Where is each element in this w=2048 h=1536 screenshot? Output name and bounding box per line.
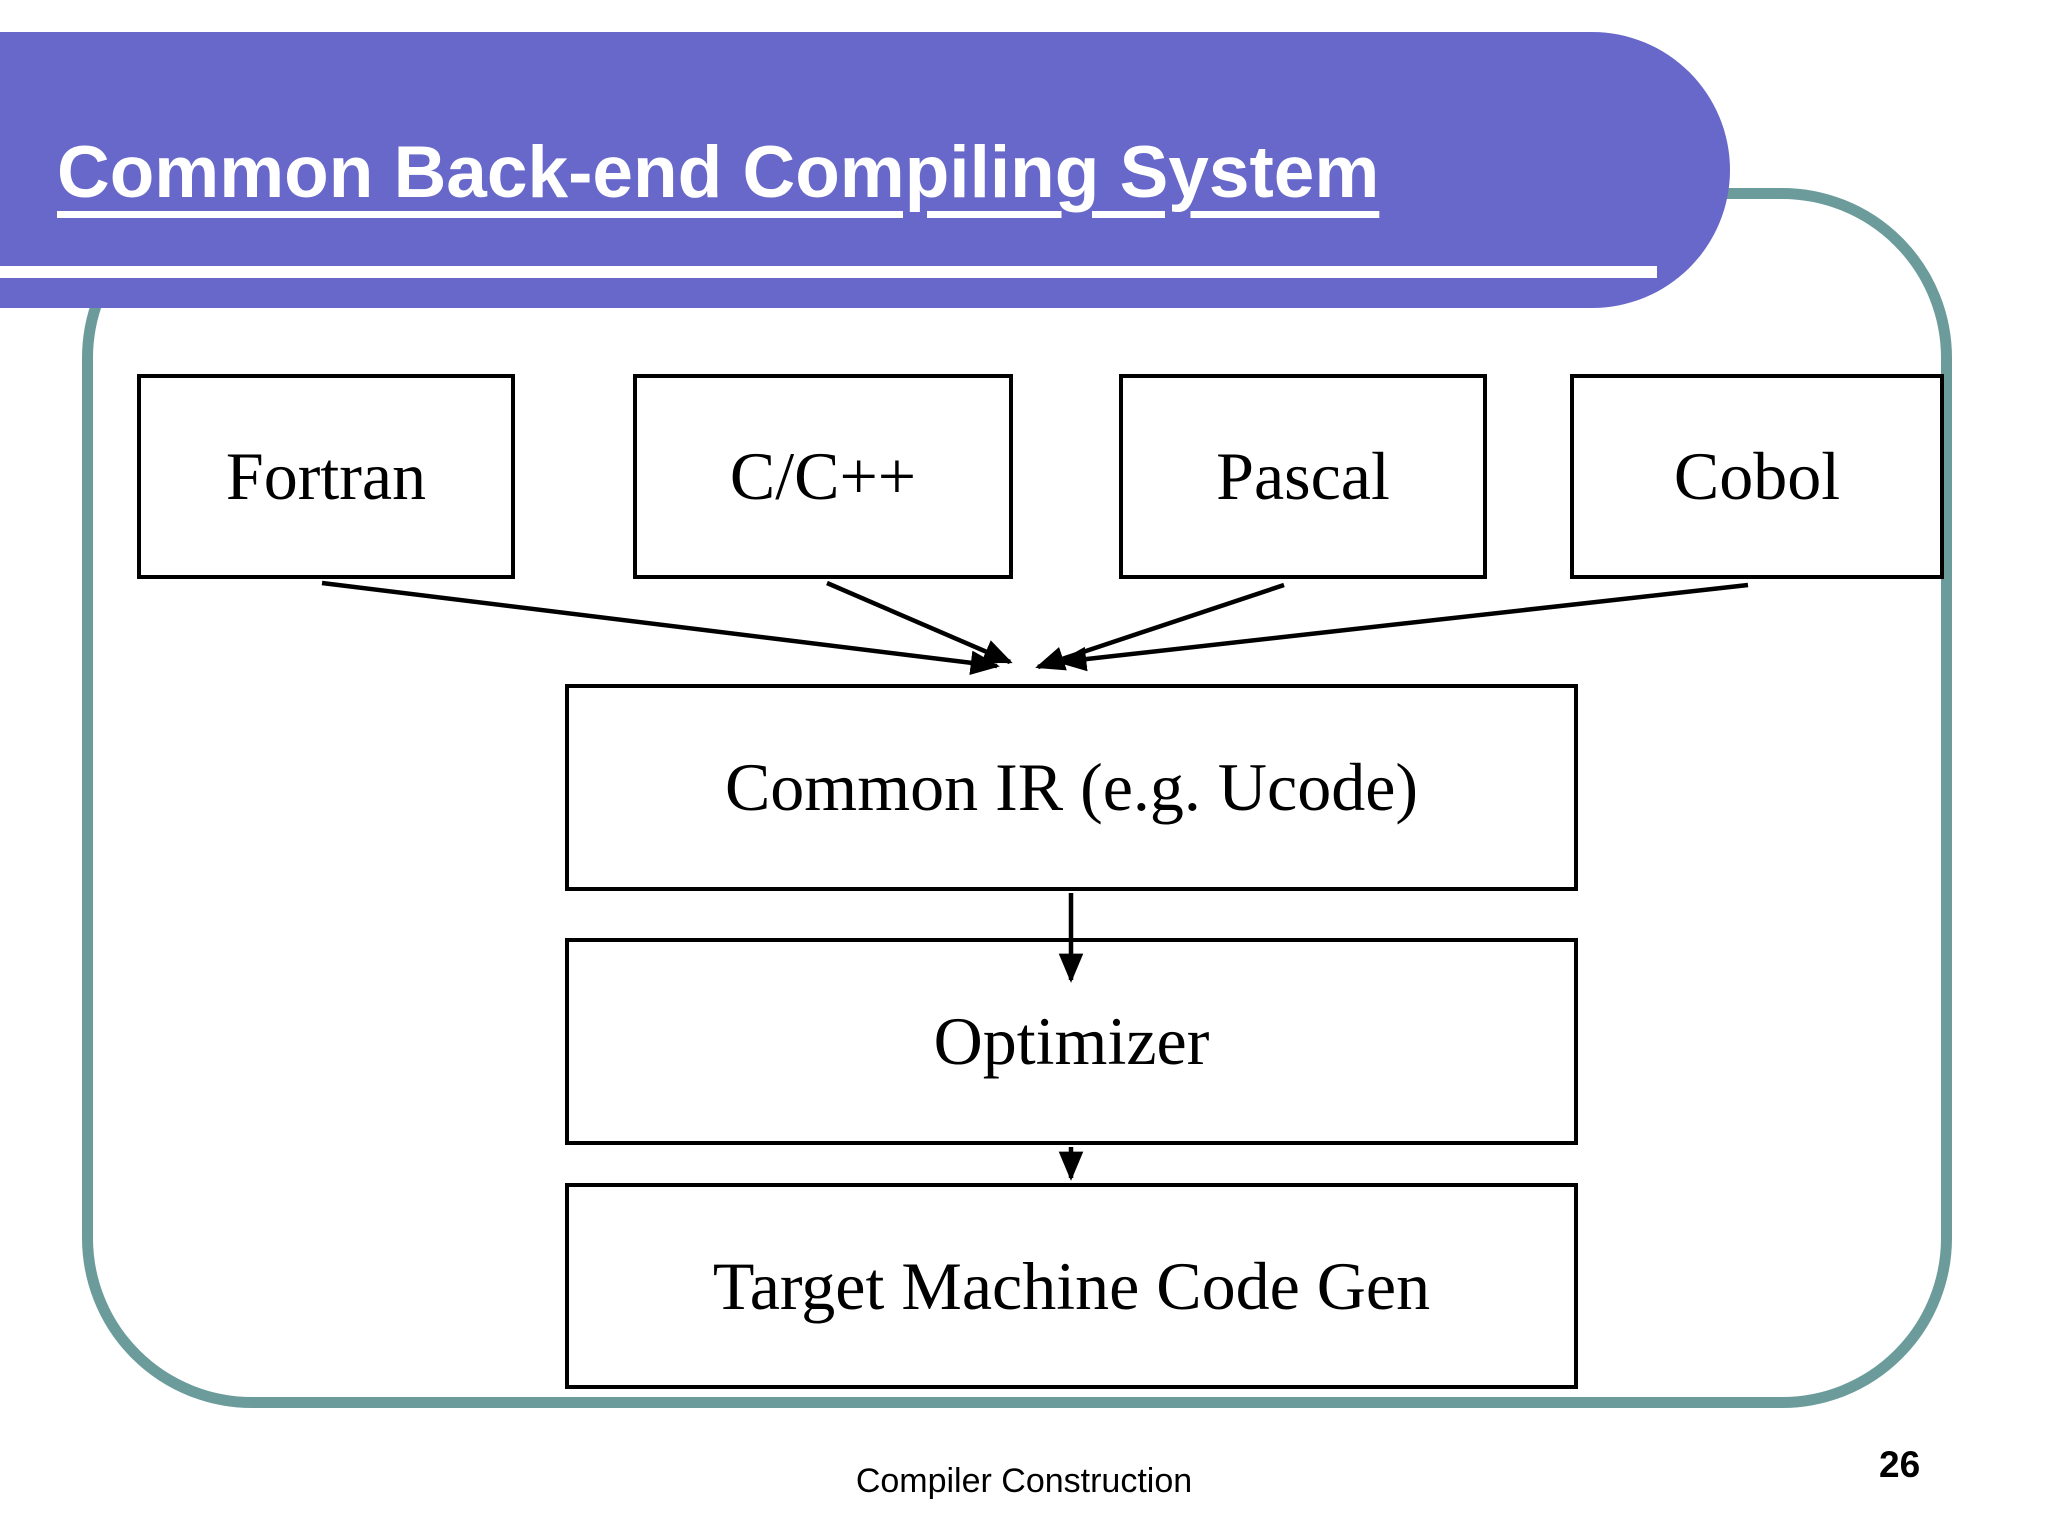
diagram-box-cobol: Cobol [1570, 374, 1944, 579]
diagram-box-label: Target Machine Code Gen [712, 1247, 1431, 1324]
diagram-box-common-ir: Common IR (e.g. Ucode) [565, 684, 1578, 891]
title-banner [0, 32, 1730, 308]
page-title: Common Back-end Compiling System [57, 132, 1380, 213]
diagram-box-label: Cobol [1673, 438, 1841, 514]
diagram-box-c-cpp: C/C++ [633, 374, 1013, 579]
diagram-box-label: Optimizer [933, 1003, 1210, 1079]
diagram-box-label: Common IR (e.g. Ucode) [724, 749, 1419, 825]
diagram-box-optimizer: Optimizer [565, 938, 1578, 1145]
diagram-box-label: C/C++ [729, 438, 917, 514]
diagram-box-fortran: Fortran [137, 374, 515, 579]
page-number: 26 [1879, 1444, 1921, 1485]
diagram-box-label: Pascal [1216, 438, 1390, 514]
diagram-box-target-code-gen: Target Machine Code Gen [565, 1183, 1578, 1389]
banner-separator-line [0, 266, 1657, 278]
footer-text: Compiler Construction [855, 1462, 1193, 1500]
diagram-box-pascal: Pascal [1119, 374, 1487, 579]
diagram-box-label: Fortran [225, 438, 427, 514]
